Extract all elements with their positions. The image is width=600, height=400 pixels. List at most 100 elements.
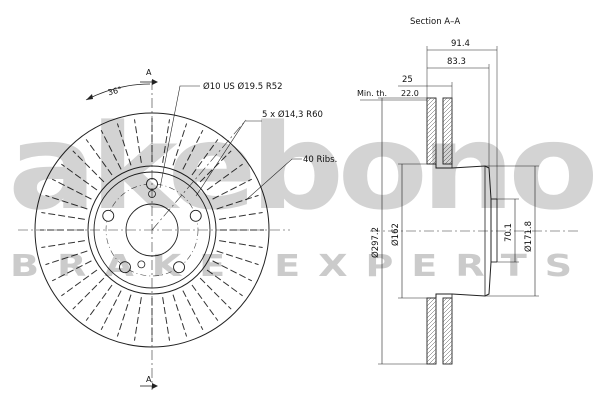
watermark: akebono BRAKE EXPERTS	[8, 98, 599, 284]
center-line-diagonal	[151, 119, 247, 231]
hatch-line	[448, 160, 453, 165]
vent-rib	[172, 294, 188, 337]
hatch-line	[442, 332, 453, 343]
hatch-line	[426, 312, 437, 323]
hatch-line	[426, 348, 437, 359]
hatch-line	[426, 136, 437, 147]
dim-min-thickness: 22.0	[401, 89, 419, 98]
hatch-line	[442, 132, 453, 143]
callout-bolt-circle: 5 x Ø14,3 R60	[262, 109, 323, 120]
hatch-line	[442, 340, 453, 351]
hatch-line	[428, 156, 437, 165]
hatch-line	[426, 148, 437, 159]
hatch-line	[442, 336, 453, 347]
hatch-line	[426, 344, 437, 355]
bolt-holes	[102, 178, 202, 274]
hatch-line	[442, 136, 453, 147]
bolt-hole	[119, 261, 131, 274]
section-arrow-bottom-head	[152, 383, 158, 389]
hatch-line	[442, 97, 448, 103]
vent-rib	[51, 178, 92, 200]
vent-rib	[116, 294, 132, 337]
hatch-line	[442, 112, 453, 123]
hatch-line	[426, 352, 437, 363]
callout-holes: Ø10 US Ø19.5 R52	[203, 81, 283, 92]
dim-overall-thickness: 91.4	[451, 39, 470, 49]
vent-rib	[45, 250, 88, 266]
hatch-line	[426, 152, 437, 163]
hatch-line	[442, 97, 452, 107]
vent-rib	[162, 119, 171, 163]
callout-leader-ribs	[245, 158, 302, 201]
hatch-line	[426, 120, 437, 131]
hatch-line	[426, 340, 437, 351]
vent-rib	[199, 277, 232, 310]
vent-rib	[182, 290, 204, 331]
watermark-brand: akebono	[8, 98, 593, 236]
hatch-line	[426, 300, 437, 311]
hatch-line	[426, 336, 437, 347]
vent-rib	[61, 269, 98, 297]
hatch-line	[442, 116, 453, 127]
vent-rib	[191, 139, 219, 176]
angle-arrow-left	[86, 94, 93, 100]
vent-rib	[61, 163, 98, 191]
vent-rib	[116, 123, 132, 166]
hatch-line	[448, 360, 453, 365]
hatch-line	[426, 304, 437, 315]
dim-min-th-label: Min. th.	[357, 89, 387, 98]
bolt-hole	[173, 261, 185, 274]
hatch-line	[426, 297, 432, 303]
vent-ribs	[40, 118, 264, 342]
hatch-line	[426, 112, 437, 123]
section-marker-top: A	[146, 68, 152, 77]
dim-outer-diameter: Ø297.2	[370, 227, 381, 258]
dim-hat-outer-diameter: Ø171.8	[523, 221, 534, 252]
rotor-top-inboard	[442, 97, 453, 165]
hatch-line	[444, 156, 453, 165]
hatch-line	[426, 328, 437, 339]
vent-rib	[51, 260, 92, 282]
vent-rib	[191, 284, 219, 321]
hatch-line	[442, 328, 453, 339]
hatch-line	[426, 308, 437, 319]
vent-rib	[41, 240, 85, 249]
hatch-line	[426, 332, 437, 343]
vent-rib	[182, 129, 204, 170]
hatch-line	[426, 128, 437, 139]
vent-rib	[100, 290, 122, 331]
hatch-line	[426, 132, 437, 143]
hatch-line	[442, 120, 453, 131]
hatch-line	[442, 108, 453, 119]
hatch-line	[426, 320, 437, 331]
hatch-line	[426, 97, 432, 103]
hatch-line	[442, 140, 453, 151]
hatch-line	[442, 320, 453, 331]
section-view: Section A–A 91.4 83.3 25 Min. th. 22.0	[357, 17, 580, 365]
section-hatching	[426, 97, 453, 365]
hatch-line	[426, 104, 437, 115]
hatch-line	[442, 324, 453, 335]
vent-rib	[41, 211, 85, 220]
hatch-line	[426, 316, 437, 327]
hatch-line	[442, 316, 453, 327]
hatch-line	[442, 297, 452, 307]
hatch-line	[442, 104, 453, 115]
hatch-line	[442, 124, 453, 135]
vent-rib	[85, 139, 113, 176]
hatch-line	[442, 304, 453, 315]
vent-rib	[206, 163, 243, 191]
hatch-line	[426, 297, 436, 307]
section-marker-bottom: A	[146, 375, 152, 384]
section-title: Section A–A	[410, 17, 460, 27]
dim-center-bore: 70.1	[504, 223, 514, 242]
hatch-line	[442, 348, 453, 359]
hatch-line	[426, 124, 437, 135]
vent-rib	[72, 150, 105, 183]
vent-rib	[216, 250, 259, 266]
hatch-line	[442, 144, 453, 155]
callout-leader-bolts	[195, 120, 262, 197]
section-arrow-top-head	[152, 79, 158, 85]
hatch-line	[442, 152, 453, 163]
hatch-line	[426, 144, 437, 155]
